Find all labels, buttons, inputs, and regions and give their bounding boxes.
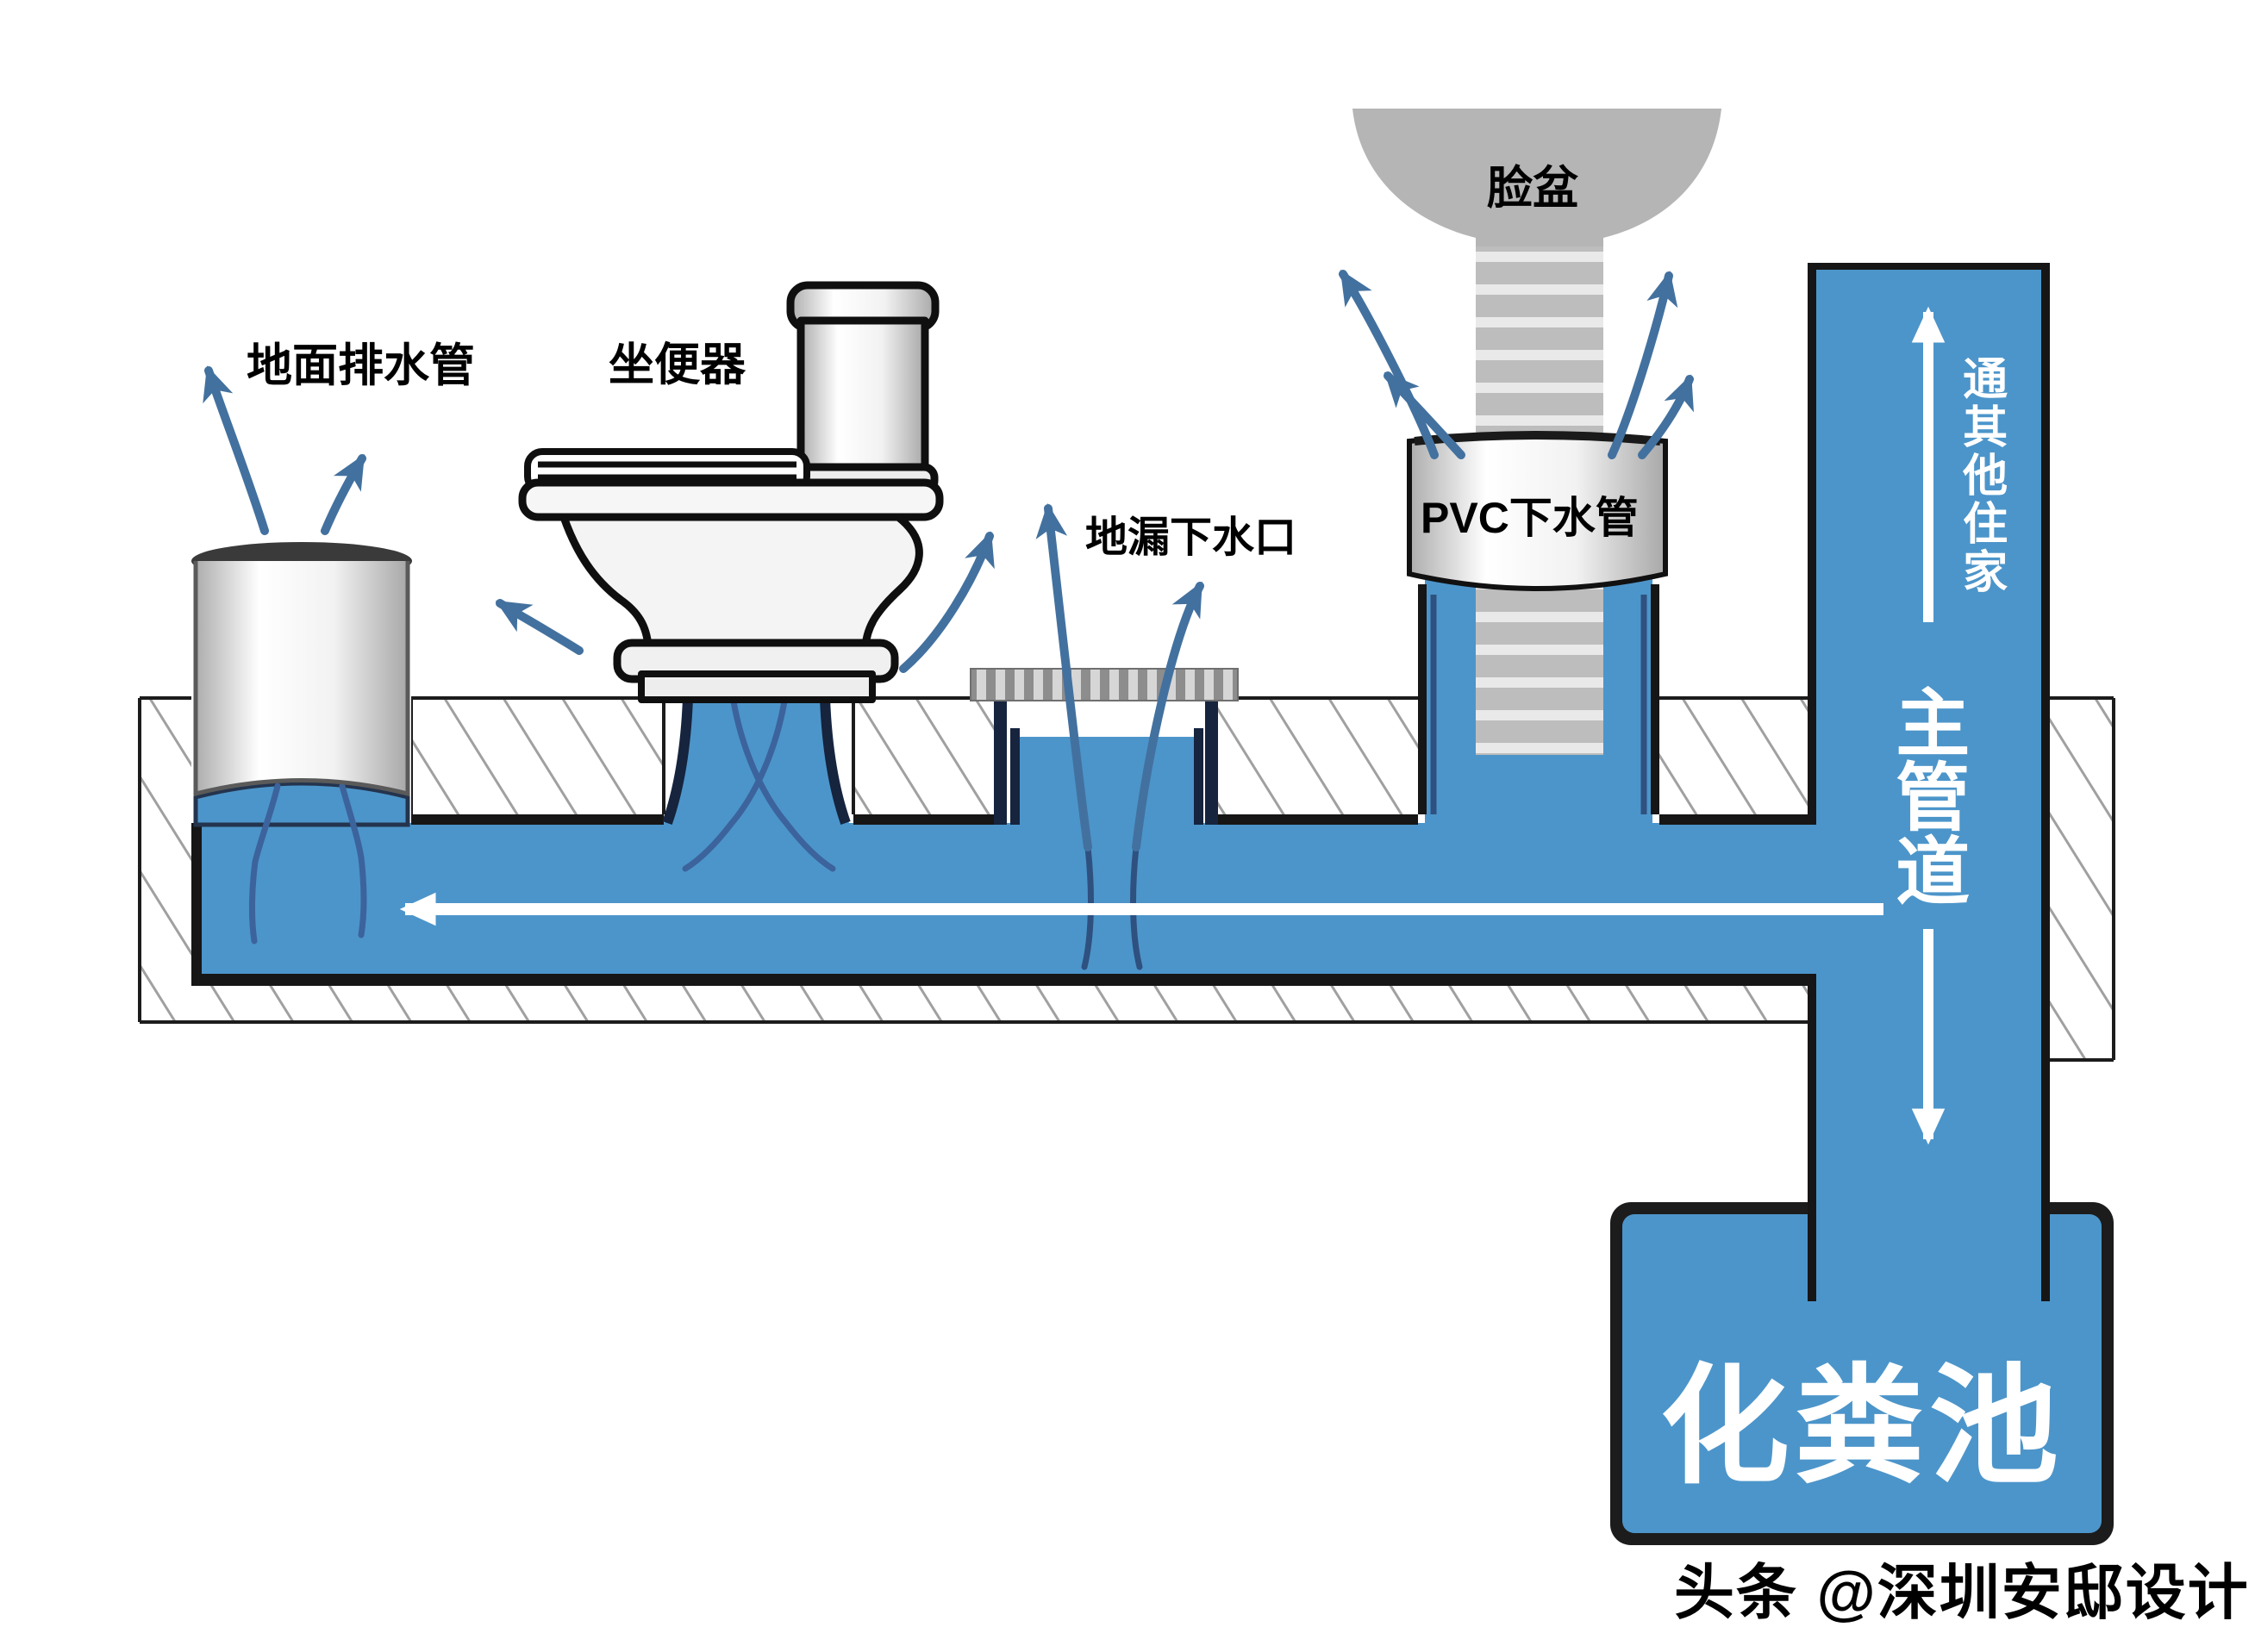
outlet-walls	[662, 697, 851, 825]
outlet-water	[664, 698, 849, 823]
label-wash-basin: 脸盆	[1487, 163, 1578, 214]
pipe-water	[200, 823, 1816, 976]
label-pvc-drain-pipe: PVC下水管	[1421, 494, 1639, 542]
label-septic-tank: 化粪池	[1659, 1354, 2064, 1499]
pipe-borders	[191, 800, 1816, 986]
toilet-tank	[796, 316, 929, 477]
airflow-arrow-icon	[899, 531, 995, 673]
slab-segment	[1217, 698, 1418, 819]
airflow-arrow-icon	[1638, 374, 1694, 459]
outlet-streaks	[682, 698, 836, 872]
label-floor-drain-outlet: 地漏下水口	[1085, 514, 1297, 561]
airflow-arrow-icon	[1339, 269, 1439, 459]
toilet-bowl	[559, 513, 923, 651]
cylinder-body	[193, 561, 410, 797]
toilet-rim	[518, 478, 944, 521]
flow-arrows	[399, 306, 1946, 1145]
slab-outlines	[138, 696, 2115, 1062]
wash-basin	[1352, 109, 1721, 246]
slab-segment	[411, 698, 664, 819]
label-toilet: 坐便器	[609, 340, 746, 390]
cylinder-water	[193, 781, 410, 827]
label-floor-drain-pipe: 地面排水管	[247, 340, 475, 391]
airflow-arrow-icon	[1035, 503, 1092, 851]
water-streaks	[248, 782, 367, 944]
slab-left-column	[140, 698, 191, 1022]
slab-bottom-band	[140, 984, 1808, 1022]
label-to-other-households: 通其他住家	[1955, 355, 2006, 596]
floor-drain	[970, 668, 1239, 970]
airflow-arrow-icon	[203, 365, 269, 535]
drain-trap-walls	[994, 698, 1218, 825]
slab-segment	[1659, 698, 1808, 819]
airflow-arrow-icon	[321, 453, 366, 535]
toilet-pedestal	[638, 670, 876, 703]
floor-slab	[138, 696, 2115, 1062]
basin-assembly	[1352, 109, 1721, 825]
floor-drain-pipe-cylinder	[191, 542, 412, 944]
drain-water	[1020, 737, 1194, 825]
pvc-pipe-borders	[1418, 584, 1659, 814]
watermark: 头条 @深圳安邸设计	[1674, 1559, 2250, 1626]
label-main-pipe: 主管道	[1883, 684, 1967, 907]
drain-grate	[970, 668, 1239, 701]
main-pipe-borders	[1808, 263, 2050, 1301]
slab-segment	[853, 698, 994, 819]
horizontal-drain-pipe	[191, 800, 1816, 986]
pvc-water-lines	[1430, 595, 1647, 814]
slab-right-of-main-pipe	[2049, 698, 2114, 1060]
airflow-arrow-icon	[1608, 271, 1678, 459]
airflow-arrows	[203, 269, 1694, 851]
toilet-outlet	[662, 697, 851, 872]
airflow-arrow-icon	[1132, 581, 1204, 851]
toilet	[518, 281, 944, 703]
airflow-arrow-icon	[495, 599, 584, 655]
airflow-arrow-icon	[1384, 371, 1465, 459]
